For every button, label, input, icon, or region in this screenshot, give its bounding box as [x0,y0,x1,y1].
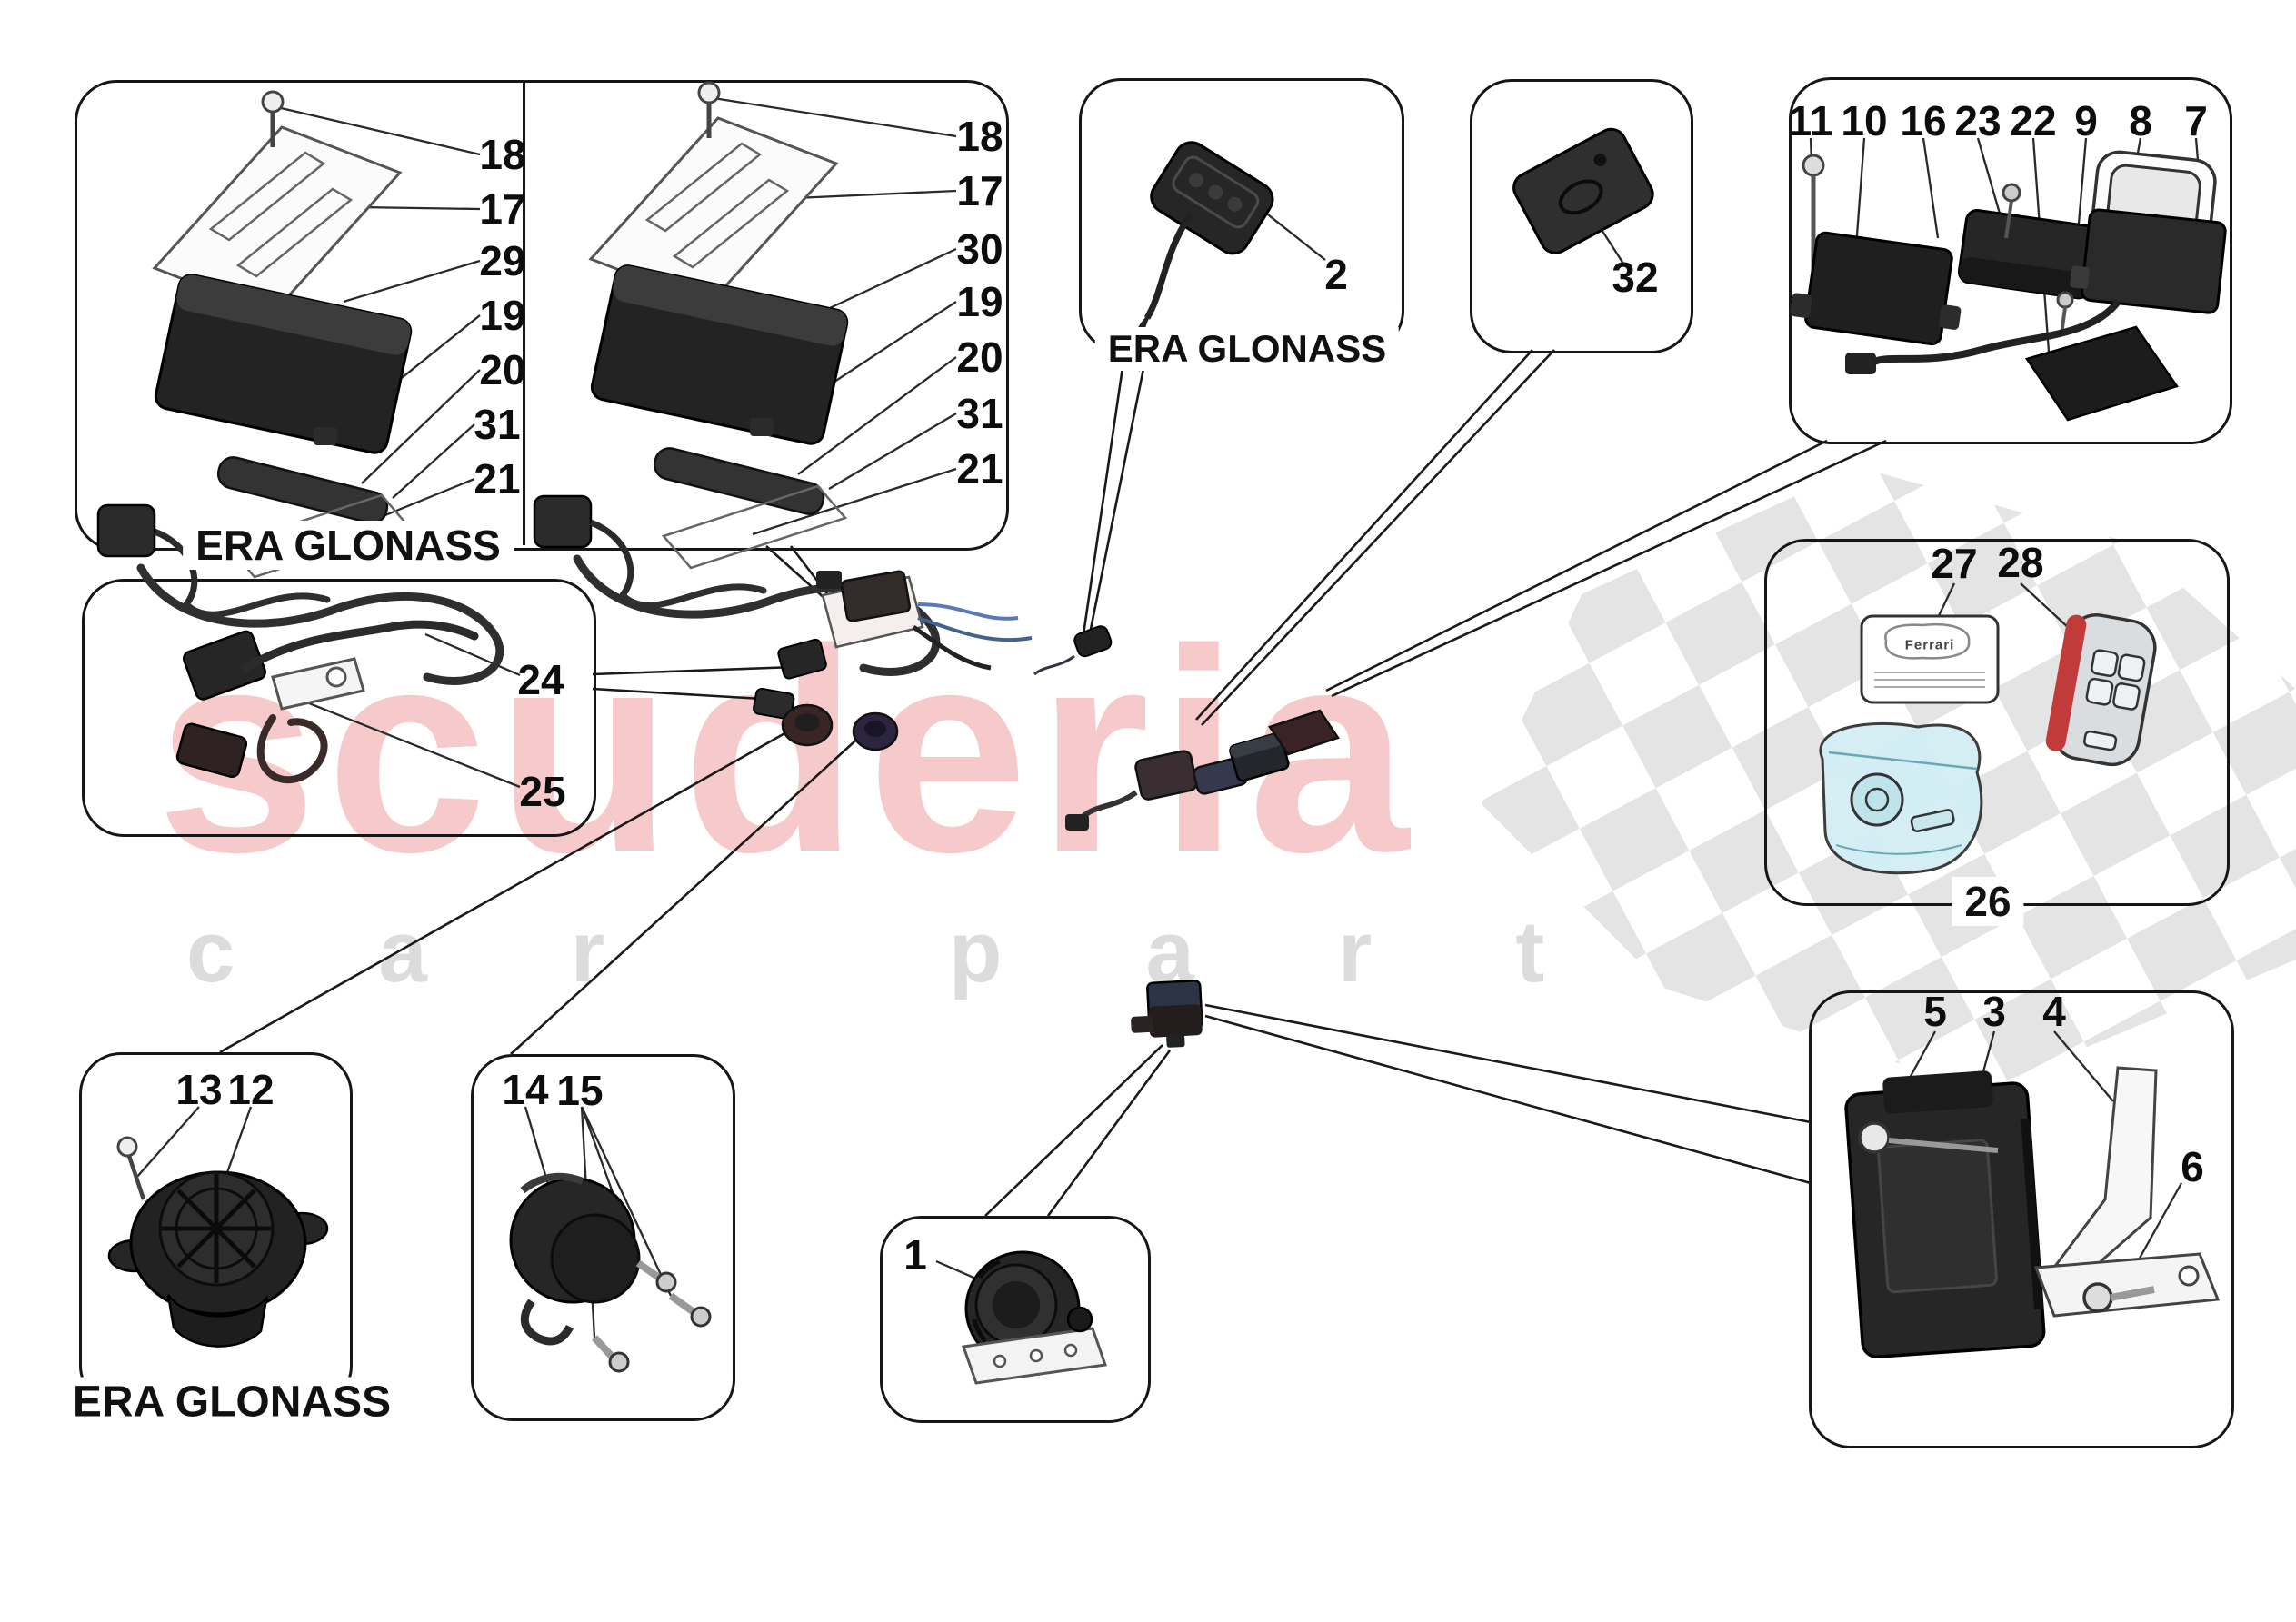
group-box-siren-pump [471,1054,735,1421]
callout-22[interactable]: 22 [2010,97,2057,144]
callout-2[interactable]: 2 [1324,251,1348,298]
callout-25[interactable]: 25 [519,768,566,815]
callout-7[interactable]: 7 [2184,97,2208,144]
callout-27[interactable]: 27 [1931,540,1978,587]
callout-31-left[interactable]: 31 [474,401,521,448]
callout-26[interactable]: 26 [1952,877,2024,926]
callout-29[interactable]: 29 [479,237,526,284]
group-box-era-units [75,80,1009,551]
callout-5[interactable]: 5 [1923,988,1947,1035]
callout-28[interactable]: 28 [1997,539,2044,586]
callout-32[interactable]: 32 [1612,254,1659,301]
callout-17-right[interactable]: 17 [956,167,1003,214]
callout-21-right[interactable]: 21 [956,445,1003,493]
callout-13[interactable]: 13 [175,1066,223,1113]
callout-6[interactable]: 6 [2181,1143,2204,1190]
callout-24[interactable]: 24 [517,656,564,703]
callout-3[interactable]: 3 [1982,988,2006,1035]
callout-23[interactable]: 23 [1954,97,2002,144]
label-era-glonass-speaker: ERA GLONASS [59,1377,404,1428]
callout-1[interactable]: 1 [903,1231,927,1279]
group-box-key-kit [1764,539,2230,906]
callout-16[interactable]: 16 [1900,97,1947,144]
group-box-control-units [1789,77,2232,444]
callout-21-left[interactable]: 21 [474,455,521,503]
callout-15[interactable]: 15 [556,1067,604,1114]
label-era-glonass-mic: ERA GLONASS [1094,327,1400,371]
callout-20-right[interactable]: 20 [956,333,1003,381]
group-box-alarm-ecu [1809,990,2234,1448]
callout-19-right[interactable]: 19 [956,278,1003,325]
callout-11[interactable]: 11 [1788,97,1833,144]
callout-31-right[interactable]: 31 [956,390,1003,437]
label-ferrari-card: Ferrari [1904,637,1955,653]
callout-18-left[interactable]: 18 [479,131,526,178]
group-box-card-fob [1470,79,1693,353]
callout-9[interactable]: 9 [2074,97,2098,144]
label-era-glonass-panels: ERA GLONASS [183,521,514,570]
group-box-siren [880,1216,1151,1423]
group-box-divider [523,80,525,545]
callout-30[interactable]: 30 [956,225,1003,273]
callout-20-left[interactable]: 20 [479,346,526,393]
callout-8[interactable]: 8 [2129,97,2152,144]
group-box-era-mic [1079,78,1404,353]
callout-14[interactable]: 14 [502,1066,549,1113]
callout-10[interactable]: 10 [1841,97,1888,144]
callout-19-left[interactable]: 19 [479,292,526,339]
callout-12[interactable]: 12 [227,1066,275,1113]
callout-18-right[interactable]: 18 [956,113,1003,160]
callout-17-left[interactable]: 17 [479,185,526,233]
callout-4[interactable]: 4 [2042,988,2066,1035]
